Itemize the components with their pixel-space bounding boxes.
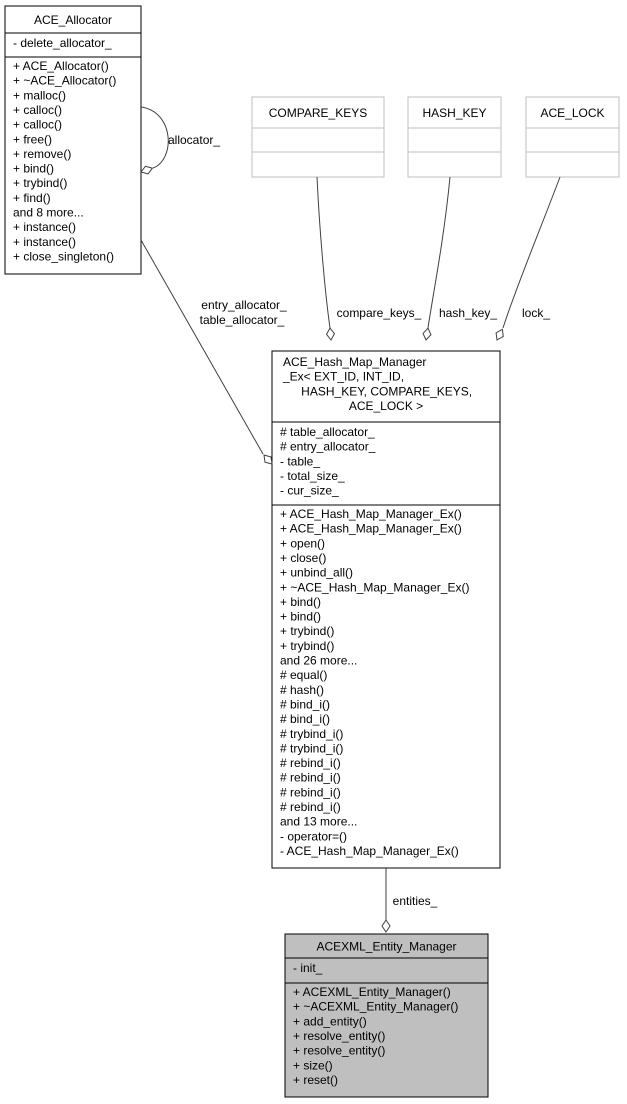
edge-label: entities_ [393,894,438,908]
class-method: + close_singleton() [13,249,114,263]
class-attribute: # table_allocator_ [280,425,375,439]
class-box-frame [251,96,385,178]
class-method: # rebind_i() [280,785,341,799]
class-box-hash-map[interactable]: ACE_Hash_Map_Manager_Ex< EXT_ID, INT_ID,… [271,350,501,869]
edge-line [316,176,331,329]
class-method: + bind() [13,162,54,176]
class-attribute: - init_ [293,961,323,975]
class-method: + find() [13,191,51,205]
class-method: # equal() [280,668,327,682]
class-attribute: - table_ [280,454,320,468]
class-method: # bind_i() [280,697,330,711]
class-method: # trybind_i() [280,727,343,741]
class-method: + trybind() [280,624,334,638]
class-box-frame [284,933,489,1098]
aggregation-diamond-icon [381,919,391,933]
class-method: + bind() [280,595,321,609]
class-method: + bind() [280,610,321,624]
class-method: and 26 more... [280,654,357,668]
class-method: + malloc() [13,88,66,102]
class-method: + ACEXML_Entity_Manager() [293,985,451,999]
class-method: + calloc() [13,118,62,132]
aggregation-diamond-icon [495,328,504,341]
class-title: HASH_KEY, COMPARE_KEYS, [298,384,472,398]
class-attribute: - delete_allocator_ [13,36,112,50]
class-method: + free() [13,132,52,146]
class-box-ace-lock[interactable]: ACE_LOCK [525,96,620,178]
class-box-allocator[interactable]: ACE_Allocator - delete_allocator_ + ACE_Al… [4,5,142,275]
class-method: + ~ACE_Allocator() [13,74,116,88]
class-method: # bind_i() [280,712,330,726]
aggregation-diamond-icon [325,327,336,341]
aggregation-diamond-icon [263,454,273,465]
class-method: # rebind_i() [280,756,341,770]
class-method: # trybind_i() [280,741,343,755]
class-method: + unbind_all() [280,566,353,580]
edge-label: table_allocator_ [200,313,285,327]
aggregation-diamond-icon [140,165,154,175]
edge-line [427,176,451,329]
class-attribute: - total_size_ [280,469,345,483]
edge-label: compare_keys_ [337,306,422,320]
edge-lock: lock_ [495,176,561,341]
class-method: + open() [280,536,325,550]
edge-label: allocator_ [168,133,220,147]
edge-line [502,176,561,329]
class-title: ACE_LOCK [540,106,604,120]
class-box-entity-manager[interactable]: ACEXML_Entity_Manager - init_ + ACEXML_Ent… [284,933,489,1098]
class-method: + trybind() [13,176,67,190]
class-box-frame [4,5,142,275]
class-box-frame [271,350,501,869]
class-method: # hash() [280,683,324,697]
class-method: - ACE_Hash_Map_Manager_Ex() [280,844,459,858]
aggregation-diamond-icon [422,327,432,341]
class-method: + add_entity() [293,1014,367,1028]
edge-allocators: entry_allocator_table_allocator_ [140,239,287,465]
class-method: + ~ACE_Hash_Map_Manager_Ex() [280,580,469,594]
edge-line [140,106,169,169]
edge-hash-key: hash_key_ [422,176,497,341]
class-method: and 8 more... [13,206,84,220]
edge-label: entry_allocator_ [201,298,287,312]
class-method: + calloc() [13,103,62,117]
class-title: ACE_LOCK > [349,399,423,413]
class-box-frame [525,96,620,178]
edge-label: hash_key_ [439,306,497,320]
class-method: + reset() [293,1073,338,1087]
edge-label: lock_ [522,306,550,320]
edge-line [140,239,264,455]
edge-compare-keys: compare_keys_ [316,176,422,341]
class-title: ACEXML_Entity_Manager [316,940,456,954]
class-method: # rebind_i() [280,800,341,814]
class-title: ACE_Hash_Map_Manager [283,355,426,369]
class-title: COMPARE_KEYS [269,106,367,120]
class-method: + instance() [13,220,76,234]
class-attribute: - cur_size_ [280,484,339,498]
class-title: HASH_KEY [422,106,486,120]
class-box-hash-key[interactable]: HASH_KEY [407,96,502,178]
class-method: + ~ACEXML_Entity_Manager() [293,1000,458,1014]
class-method: + remove() [13,147,71,161]
class-title: ACE_Allocator [34,13,112,27]
class-method: + instance() [13,235,76,249]
class-method: + resolve_entity() [293,1029,385,1043]
class-method: + ACE_Hash_Map_Manager_Ex() [280,507,462,521]
class-method: + trybind() [280,639,334,653]
class-method: + resolve_entity() [293,1044,385,1058]
class-box-frame [407,96,502,178]
class-box-compare-keys[interactable]: COMPARE_KEYS [251,96,385,178]
class-title: _Ex< EXT_ID, INT_ID, [282,370,404,384]
class-method: + size() [293,1058,333,1072]
edge-entities: entities_ [381,868,438,933]
edge-self-allocator: allocator_ [140,106,220,175]
class-method: + close() [280,551,326,565]
class-method: - operator=() [280,829,347,843]
class-method: + ACE_Hash_Map_Manager_Ex() [280,522,462,536]
class-method: # rebind_i() [280,771,341,785]
class-method: + ACE_Allocator() [13,59,109,73]
class-method: and 13 more... [280,815,357,829]
class-attribute: # entry_allocator_ [280,440,376,454]
